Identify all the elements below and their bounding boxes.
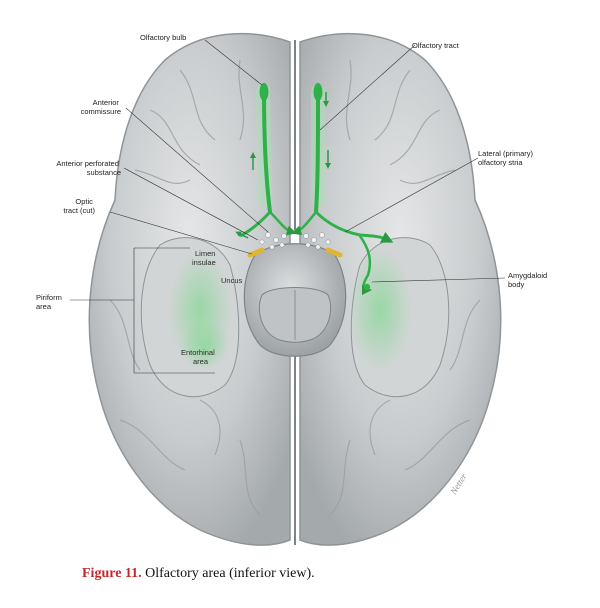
left-olfactory-bulb xyxy=(259,83,269,101)
right-lateral-stria xyxy=(314,210,394,243)
left-olfactory-tract xyxy=(262,90,272,214)
label-olfactory-tract: Olfactory tract xyxy=(412,41,460,50)
olfactory-pathways xyxy=(235,83,394,295)
label-optic-tract: Optic tract (cut) xyxy=(63,197,95,215)
figure-caption-text: Olfactory area (inferior view). xyxy=(145,566,315,581)
right-olfactory-bulb xyxy=(313,83,323,101)
perforated-substance-dots xyxy=(259,232,331,250)
label-uncus: Uncus xyxy=(221,276,243,285)
label-limen-insulae: Limen insulae xyxy=(192,249,218,267)
label-olfactory-bulb: Olfactory bulb xyxy=(140,33,186,42)
label-anterior-commissure: Anterior commissure xyxy=(81,98,121,116)
left-entorhinal-highlight xyxy=(181,320,229,370)
label-amygdaloid-body: Amygdaloid body xyxy=(508,271,549,289)
sulci xyxy=(109,59,481,516)
right-olfactory-tract xyxy=(314,90,320,214)
figure-number: Figure 11. xyxy=(82,566,142,581)
right-piriform-highlight xyxy=(348,248,412,372)
left-optic-tract xyxy=(247,247,265,258)
label-lateral-olfactory-stria: Lateral (primary) olfactory stria xyxy=(478,149,535,167)
brain xyxy=(88,32,502,546)
label-piriform-area: Piriform area xyxy=(36,293,64,311)
figure-caption: Figure 11. Olfactory area (inferior view… xyxy=(82,566,315,582)
leader-lines xyxy=(70,39,506,374)
right-optic-tract xyxy=(325,247,343,258)
label-entorhinal-area: Entorhinal area xyxy=(181,348,217,366)
label-anterior-perforated-substance: Anterior perforated substance xyxy=(56,159,121,177)
